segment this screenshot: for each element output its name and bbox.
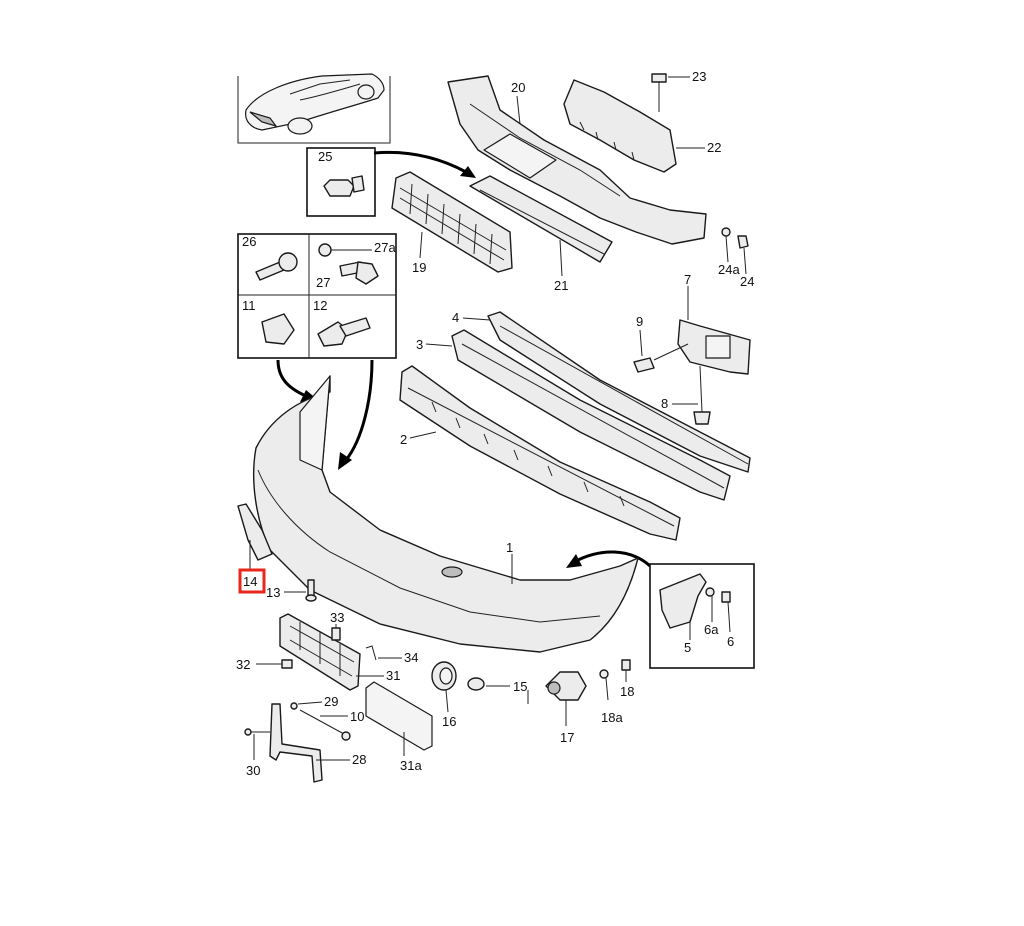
label-32: 32 bbox=[236, 657, 250, 672]
part-31-plate-holder: 31 bbox=[279, 613, 400, 691]
part-2-absorber: 2 bbox=[399, 365, 681, 541]
box-fasteners: 26 27a 27 11 12 bbox=[237, 233, 397, 359]
label-24a: 24a bbox=[718, 262, 740, 277]
part-34-pin: 34 bbox=[365, 645, 418, 665]
label-3: 3 bbox=[416, 337, 423, 352]
label-22: 22 bbox=[707, 140, 721, 155]
part-14-side-bracket: 14 bbox=[237, 503, 273, 594]
label-19: 19 bbox=[412, 260, 426, 275]
label-14: 14 bbox=[243, 574, 257, 589]
box-part-25: 25 bbox=[306, 147, 376, 217]
part-20-duct: 20 bbox=[447, 75, 707, 245]
label-5: 5 bbox=[684, 640, 691, 655]
label-28: 28 bbox=[352, 752, 366, 767]
label-8: 8 bbox=[661, 396, 668, 411]
part-15-cap: 15 bbox=[467, 677, 527, 694]
part-24-bolt: 24a 24 bbox=[718, 227, 754, 289]
label-6a: 6a bbox=[704, 622, 719, 637]
label-13: 13 bbox=[266, 585, 280, 600]
label-27: 27 bbox=[316, 275, 330, 290]
part-17-sensor: 17 bbox=[527, 671, 587, 745]
part-23-clip: 23 bbox=[651, 69, 706, 112]
car-inset bbox=[237, 73, 391, 144]
label-2: 2 bbox=[400, 432, 407, 447]
part-31a-plate: 31a bbox=[365, 681, 433, 773]
part-32-screw: 32 bbox=[236, 657, 293, 672]
label-31: 31 bbox=[386, 668, 400, 683]
label-18a: 18a bbox=[601, 710, 623, 725]
part-4-absorber: 4 bbox=[452, 310, 751, 473]
label-25: 25 bbox=[318, 149, 332, 164]
part-19-grille: 19 bbox=[391, 171, 513, 275]
label-10: 10 bbox=[350, 709, 364, 724]
part-28-bracket: 28 bbox=[269, 703, 366, 783]
highlight-box-14 bbox=[238, 568, 266, 594]
label-31a: 31a bbox=[400, 758, 422, 773]
label-1: 1 bbox=[506, 540, 513, 555]
part-1-bumper: 1 bbox=[252, 375, 639, 653]
label-15: 15 bbox=[513, 679, 527, 694]
label-34: 34 bbox=[404, 650, 418, 665]
label-20: 20 bbox=[511, 80, 525, 95]
part-33-clip: 33 bbox=[330, 610, 344, 641]
label-21: 21 bbox=[554, 278, 568, 293]
label-7: 7 bbox=[684, 272, 691, 287]
label-6: 6 bbox=[727, 634, 734, 649]
part-21-beam: 21 bbox=[469, 175, 613, 293]
label-18: 18 bbox=[620, 684, 634, 699]
part-30-screw: 30 bbox=[244, 728, 270, 778]
label-23: 23 bbox=[692, 69, 706, 84]
label-33: 33 bbox=[330, 610, 344, 625]
part-18-bolt: 18 18a bbox=[599, 659, 634, 725]
label-26: 26 bbox=[242, 234, 256, 249]
direction-arrows bbox=[276, 150, 652, 568]
part-29-rod: 29 bbox=[290, 694, 338, 710]
box-part-5: 5 6a 6 bbox=[649, 563, 755, 669]
part-3-beam: 3 bbox=[416, 329, 731, 501]
label-24: 24 bbox=[740, 274, 754, 289]
label-16: 16 bbox=[442, 714, 456, 729]
part-7-bracket: 7 9 8 bbox=[633, 272, 751, 425]
label-9: 9 bbox=[636, 314, 643, 329]
label-30: 30 bbox=[246, 763, 260, 778]
label-27a: 27a bbox=[374, 240, 396, 255]
label-29: 29 bbox=[324, 694, 338, 709]
label-17: 17 bbox=[560, 730, 574, 745]
part-16-ring: 16 bbox=[431, 661, 457, 729]
part-22-shield: 22 bbox=[563, 79, 721, 173]
label-12: 12 bbox=[313, 298, 327, 313]
label-4: 4 bbox=[452, 310, 459, 325]
part-13-screw: 13 bbox=[266, 579, 317, 602]
part-10-rod: 10 bbox=[299, 709, 364, 741]
label-11: 11 bbox=[242, 298, 256, 313]
